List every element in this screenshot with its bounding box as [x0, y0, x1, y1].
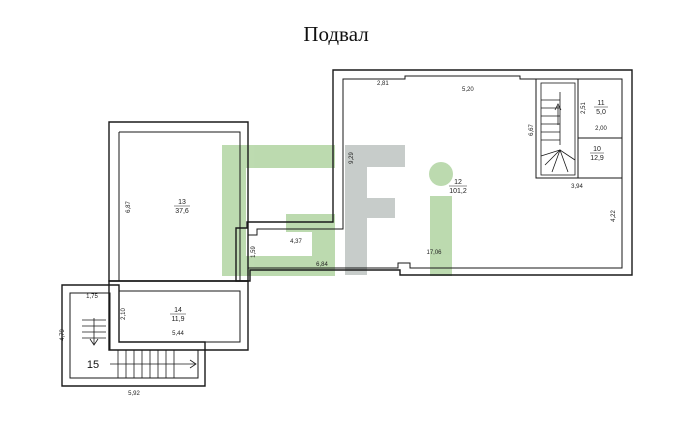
dim-label: 4,37 — [290, 239, 302, 245]
svg-text:14: 14 — [174, 307, 182, 314]
svg-text:37,6: 37,6 — [175, 208, 189, 215]
svg-text:5,0: 5,0 — [596, 109, 606, 116]
dim-label: 2,81 — [377, 81, 389, 87]
svg-text:11: 11 — [597, 100, 604, 107]
svg-text:13: 13 — [178, 199, 186, 206]
room-11-label: 11 5,0 — [594, 100, 608, 116]
dim-label: 2,10 — [121, 308, 127, 320]
wall-room13-inner — [119, 131, 241, 281]
dim-label: 17,06 — [426, 250, 442, 256]
room-14-label: 14 11,9 — [170, 307, 186, 323]
dim-label: 1,59 — [251, 246, 257, 258]
dim-label: 6,84 — [316, 262, 328, 268]
dim-label: 6,67 — [529, 124, 535, 136]
dim-label: 4,22 — [611, 210, 617, 222]
wall-room15-inner — [69, 292, 199, 379]
dim-label: 5,20 — [462, 87, 474, 93]
svg-text:12,9: 12,9 — [590, 155, 604, 162]
wall-room14 — [108, 280, 249, 351]
logo-watermark — [222, 145, 453, 276]
dim-label: 2,51 — [581, 102, 587, 114]
room-10-label: 10 12,9 — [590, 146, 604, 162]
svg-text:12: 12 — [454, 179, 462, 186]
dim-label: 6,87 — [126, 201, 132, 213]
dim-label: 2,00 — [595, 126, 607, 132]
dim-label: 9,29 — [349, 152, 355, 164]
room-13-label: 13 37,6 — [174, 199, 190, 215]
dim-label: 1,75 — [86, 294, 98, 300]
dim-label: 4,79 — [60, 329, 66, 341]
room-15-label: 15 — [87, 359, 99, 371]
dim-label: 5,92 — [128, 391, 140, 397]
stair-room15 — [82, 318, 197, 378]
svg-text:10: 10 — [593, 146, 601, 153]
svg-text:11,9: 11,9 — [171, 316, 184, 323]
stair-main — [540, 82, 576, 176]
dim-label: 3,94 — [571, 184, 583, 190]
wall-main-inner — [247, 75, 623, 269]
svg-text:101,2: 101,2 — [449, 188, 467, 195]
wall-stair-block — [535, 79, 622, 179]
wall-room15 — [61, 284, 206, 387]
dim-label: 5,44 — [172, 331, 184, 337]
plan-title: Подвал — [303, 22, 368, 46]
wall-main-outer — [235, 69, 633, 282]
room-12-label: 12 101,2 — [449, 179, 467, 195]
